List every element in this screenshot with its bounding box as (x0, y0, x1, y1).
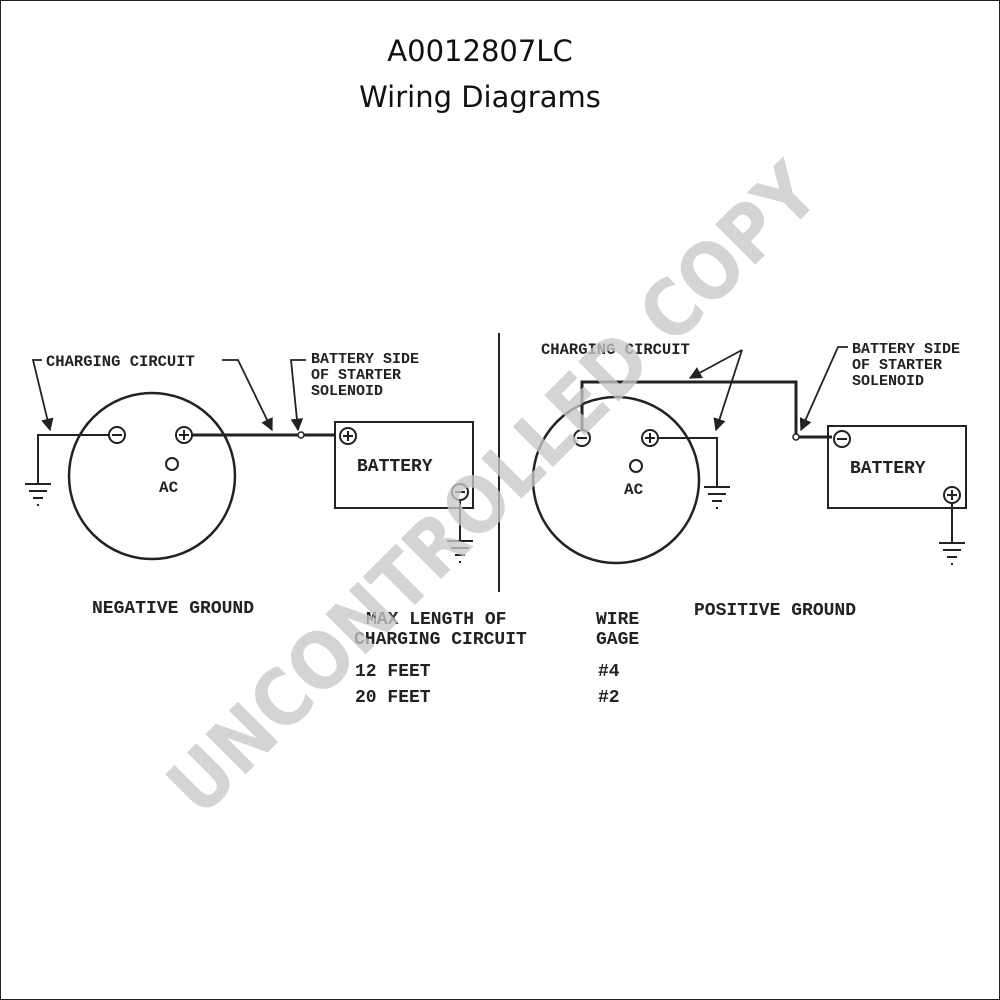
battery-positive-terminal (943, 486, 961, 504)
table-row-length: 20 FEET (355, 688, 431, 708)
alternator-positive-terminal (175, 426, 193, 444)
charging-circuit-label: CHARGING CIRCUIT (46, 353, 195, 371)
battery-side-label-line2: OF STARTER (311, 367, 401, 384)
negative-ground-title: NEGATIVE GROUND (92, 599, 254, 619)
solenoid-junction (792, 433, 800, 441)
ground-wire (658, 437, 718, 487)
ac-terminal (165, 457, 179, 471)
alternator-negative (67, 391, 237, 561)
wire-gage-table: MAX LENGTH OF CHARGING CIRCUIT WIRE GAGE… (354, 610, 639, 708)
charging-circuit-label: CHARGING CIRCUIT (541, 341, 690, 359)
table-row-length: 12 FEET (355, 662, 431, 682)
table-header-gage-line2: GAGE (596, 630, 639, 650)
ground-wire (37, 434, 109, 484)
battery-side-label-line1: BATTERY SIDE (852, 341, 960, 358)
ground-symbol (25, 483, 51, 506)
battery-side-label-line3: SOLENOID (852, 373, 924, 390)
table-header-length-line1: MAX LENGTH OF (366, 610, 506, 630)
table-row-gage: #2 (598, 688, 620, 708)
battery-negative-terminal (833, 430, 851, 448)
alternator-positive-ground (531, 395, 701, 565)
battery-negative-ground (334, 421, 474, 509)
battery-positive-ground (827, 425, 967, 509)
table-row-gage: #4 (598, 662, 620, 682)
alternator-positive-terminal (641, 429, 659, 447)
negative-ground-diagram (25, 359, 474, 563)
battery-label: BATTERY (850, 459, 926, 479)
battery-side-label-line1: BATTERY SIDE (311, 351, 419, 368)
ac-label: AC (624, 481, 644, 499)
positive-ground-title: POSITIVE GROUND (694, 601, 856, 621)
ground-symbol (939, 542, 965, 565)
page-title: Wiring Diagrams (359, 80, 601, 114)
ground-symbol (447, 540, 473, 563)
ground-symbol (704, 486, 730, 509)
alternator-negative-terminal (108, 426, 126, 444)
table-header-gage-line1: WIRE (596, 610, 639, 630)
battery-positive-terminal (339, 427, 357, 445)
battery-side-label-line2: OF STARTER (852, 357, 942, 374)
watermark: UNCONTROLLED COPY (151, 146, 838, 833)
charging-wire (580, 380, 798, 437)
positive-ground-diagram (531, 346, 967, 565)
ac-label: AC (159, 479, 179, 497)
solenoid-junction (297, 431, 305, 439)
battery-side-label-line3: SOLENOID (311, 383, 383, 400)
ac-terminal (629, 459, 643, 473)
battery-label: BATTERY (357, 457, 433, 477)
table-header-length-line2: CHARGING CIRCUIT (354, 630, 527, 650)
part-number: A0012807LC (387, 34, 573, 68)
